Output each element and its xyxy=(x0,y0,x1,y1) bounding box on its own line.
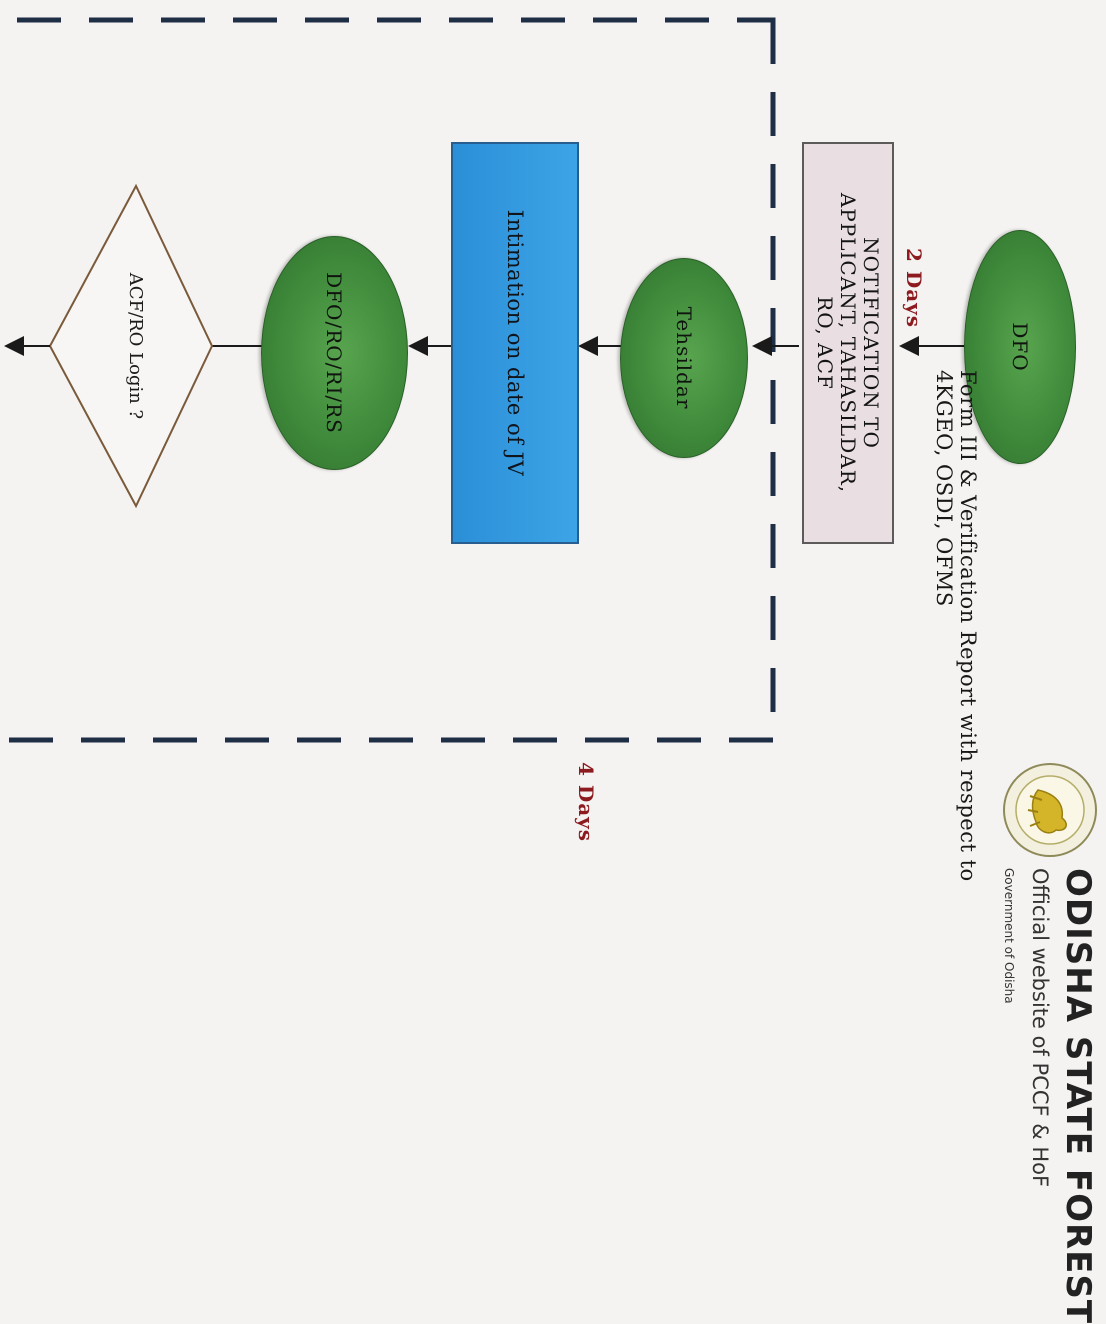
days-1-text: 2 Days xyxy=(902,248,926,329)
form-report-label: Form III & Verification Report with resp… xyxy=(932,370,980,882)
tehsildar-label: Tehsildar xyxy=(672,306,696,410)
days-2-text: 4 Days xyxy=(574,762,598,843)
dfo-node: DFO xyxy=(964,230,1076,464)
site-title: ODISHA STATE FOREST xyxy=(1058,868,1098,1324)
days-label-1: 2 Days xyxy=(902,248,926,328)
intimation-label: Intimation on date of JV xyxy=(503,209,527,477)
site-subtitle: Official website of PCCF & HoF xyxy=(1028,868,1052,1188)
odisha-emblem-icon xyxy=(1003,763,1097,857)
dfo-ro-ri-rs-label: DFO/RO/RI/RS xyxy=(322,272,347,434)
connector-lines xyxy=(0,17,968,743)
decision-text: ACF/RO Login ? xyxy=(118,246,154,446)
intimation-box: Intimation on date of JV xyxy=(451,142,579,544)
government-label: Government of Odisha xyxy=(1002,868,1016,1004)
dfo-label: DFO xyxy=(1008,322,1032,372)
dashed-group-border xyxy=(0,17,776,743)
notification-box: NOTIFICATION TO APPLICANT, TAHASILDAR, R… xyxy=(802,142,894,544)
flowchart-stage: DFO Form III & Verification Report with … xyxy=(0,17,1100,1324)
brand-block: ODISHA STATE FOREST Official website of … xyxy=(1002,868,1098,1324)
days-label-2: 4 Days xyxy=(574,762,598,842)
notification-label: NOTIFICATION TO APPLICANT, TAHASILDAR, R… xyxy=(813,192,884,494)
form-report-text: Form III & Verification Report with resp… xyxy=(932,370,980,970)
dfo-ro-ri-rs-node: DFO/RO/RI/RS xyxy=(261,236,408,470)
decision-label: ACF/RO Login ? xyxy=(125,272,147,420)
tehsildar-node: Tehsildar xyxy=(620,258,748,458)
emblem xyxy=(1000,760,1100,860)
